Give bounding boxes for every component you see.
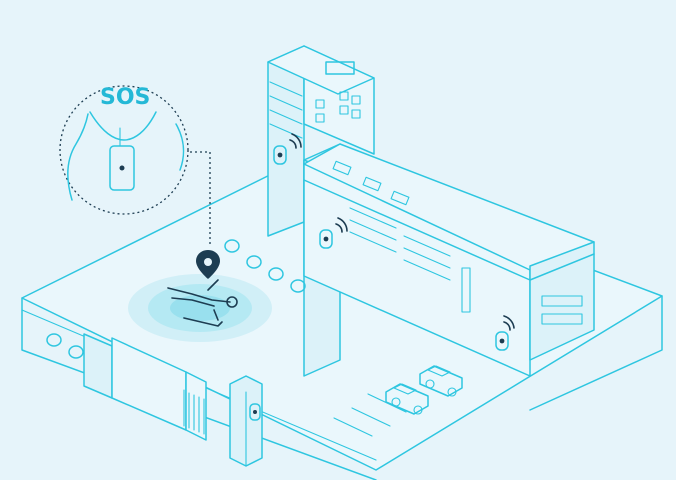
building-tower <box>267 45 375 237</box>
beacon-main-left <box>319 217 348 249</box>
walking-cane <box>183 317 223 327</box>
pendant-device-icon <box>109 145 135 191</box>
beacon-gate <box>249 403 261 421</box>
location-pin-icon <box>196 250 220 279</box>
building-main <box>303 143 595 377</box>
fallen-person <box>167 279 238 321</box>
tower-windows <box>269 81 361 139</box>
sos-callout: SOS <box>59 85 189 215</box>
gate-post <box>229 375 263 467</box>
beacon-main-right <box>495 315 515 351</box>
car-2 <box>419 365 463 397</box>
callout-leader <box>186 151 211 244</box>
footsteps-trail <box>46 239 306 359</box>
parking-area <box>333 365 463 437</box>
sos-label: SOS <box>100 85 150 110</box>
facade-windows <box>349 207 583 325</box>
fallen-person-alert <box>128 274 272 342</box>
gate-bars <box>183 389 205 435</box>
roof-vents <box>332 160 410 206</box>
car-1 <box>385 383 429 415</box>
beacon-tower <box>273 133 302 165</box>
perimeter-wall <box>83 333 263 467</box>
